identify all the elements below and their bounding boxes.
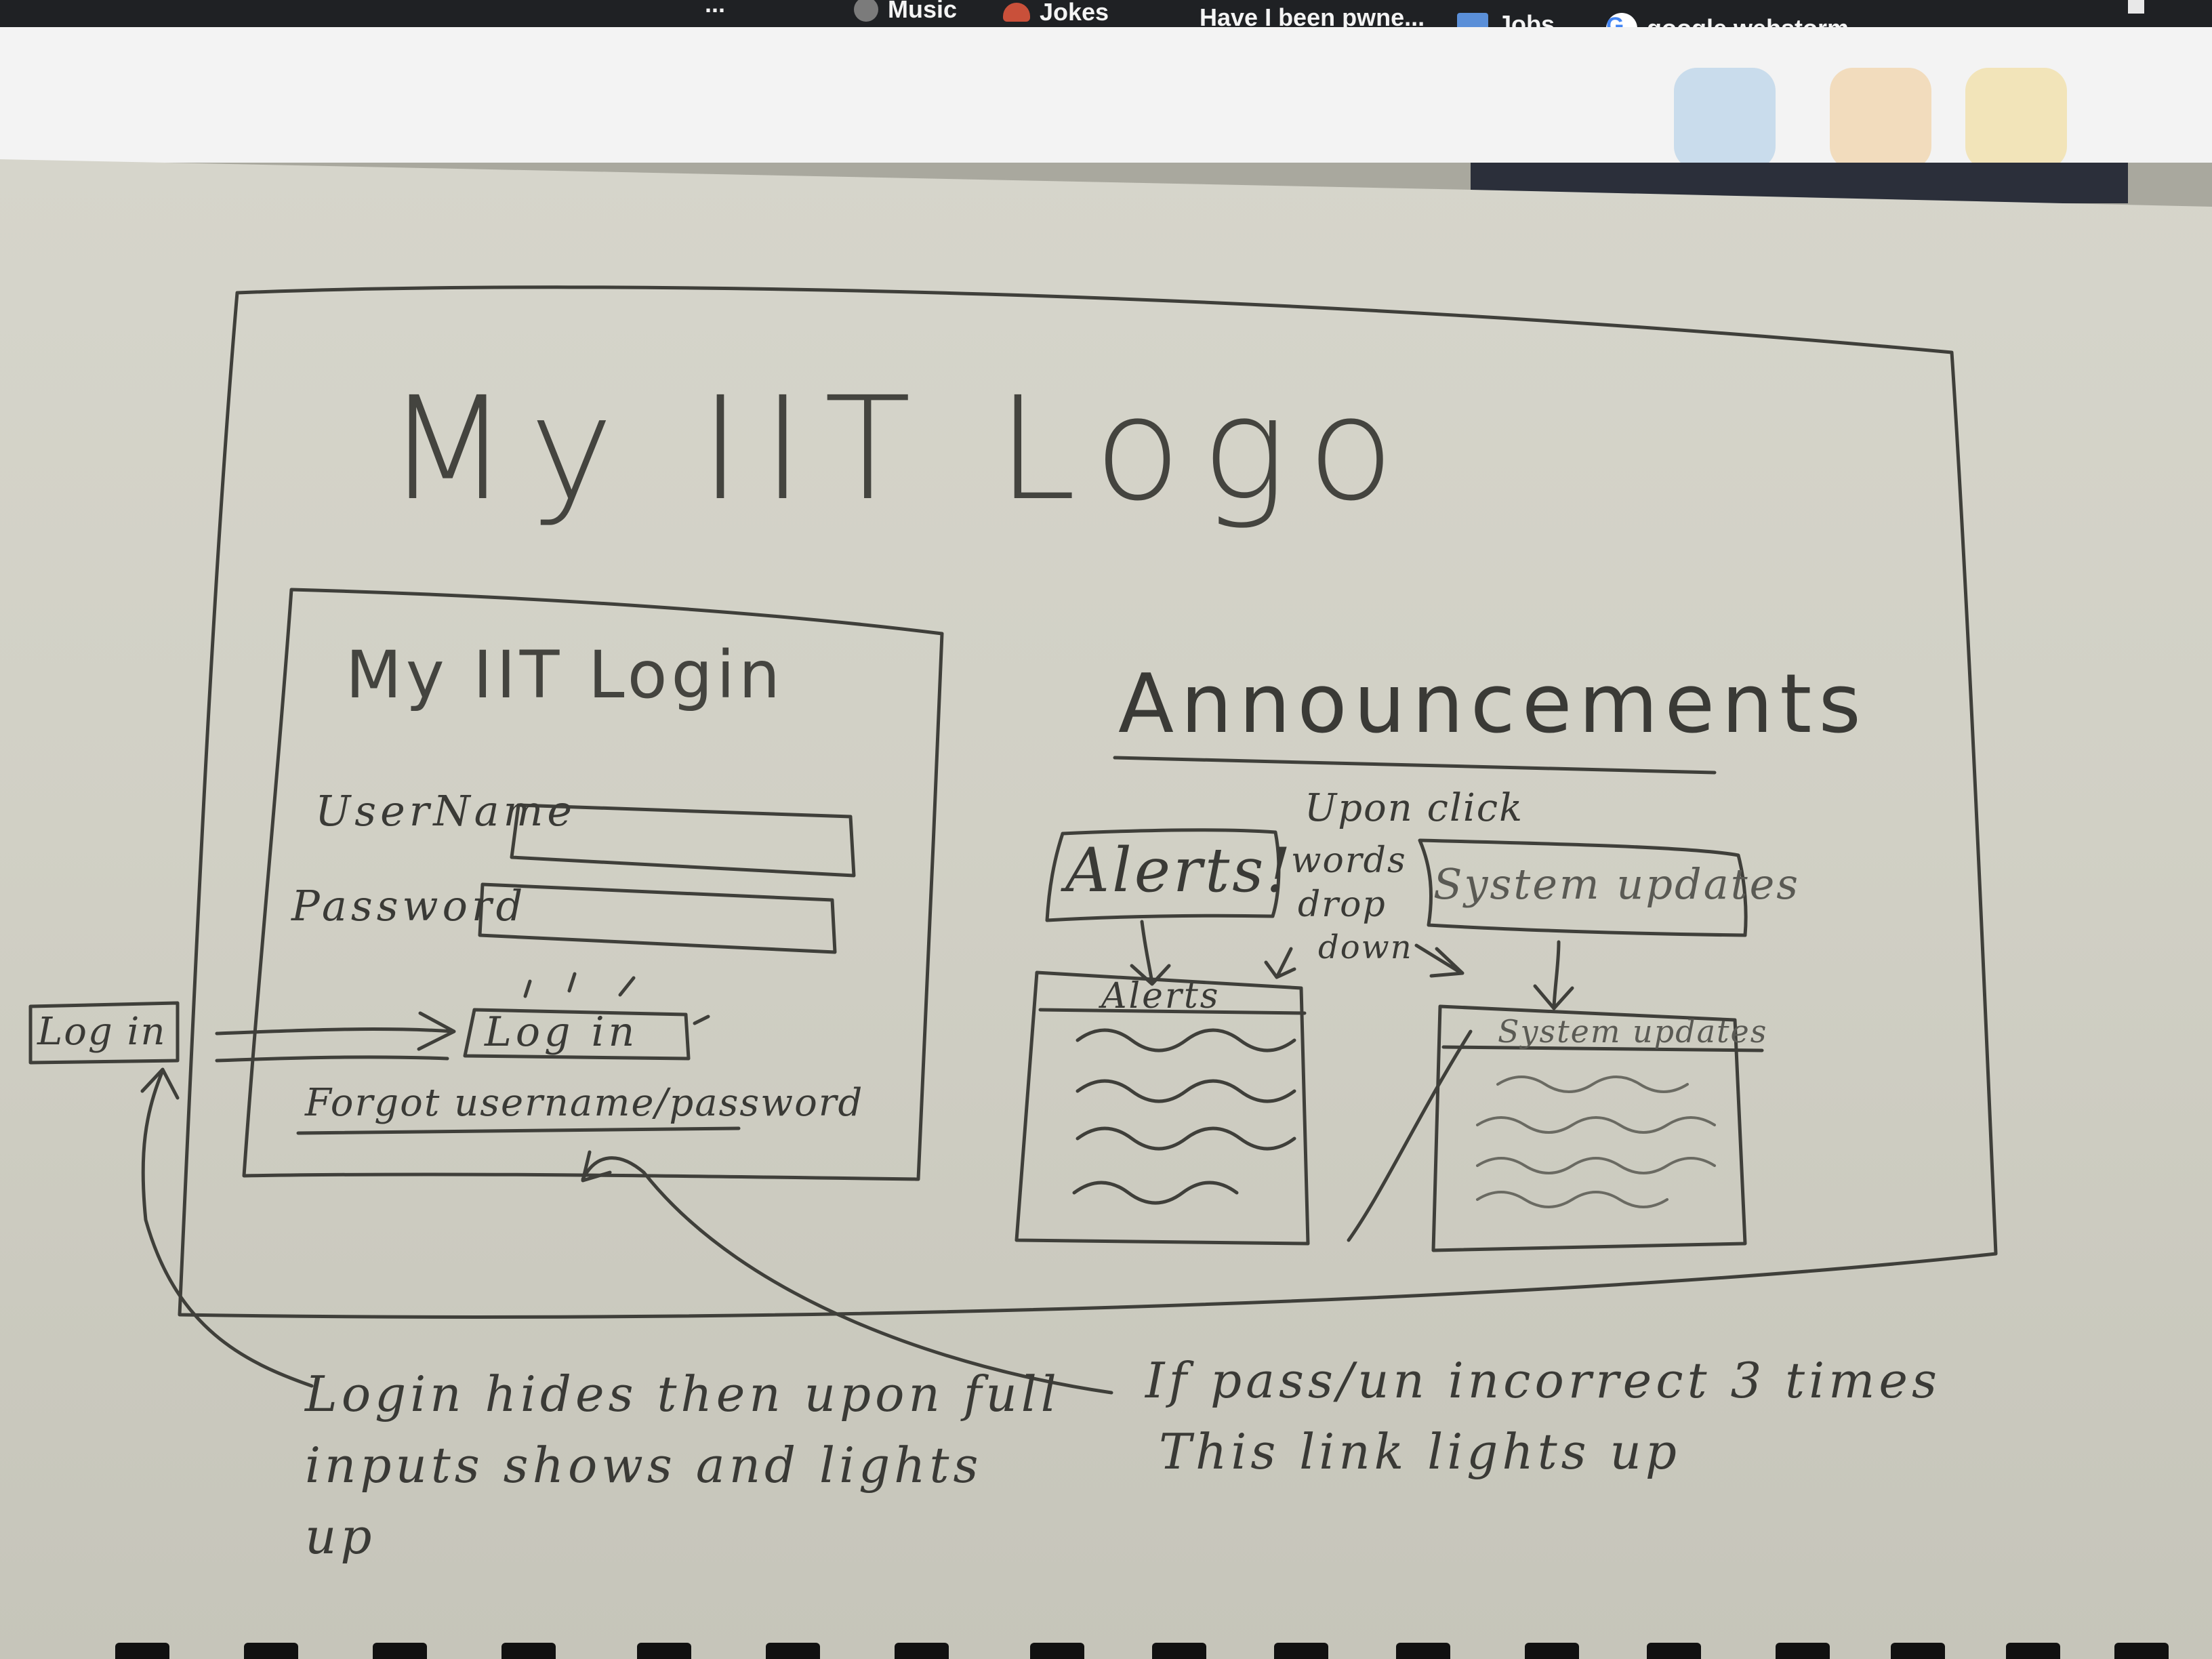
system-updates-button[interactable]: System updates [1433, 859, 1801, 909]
announcements-heading: Announcements [1118, 657, 1868, 752]
login-box-frame [242, 588, 944, 1181]
side-login-button[interactable]: Log in [37, 1010, 167, 1054]
username-input-shape [510, 803, 856, 878]
forgot-link-underline [296, 1126, 741, 1135]
sketch-paper [0, 159, 2212, 1659]
page-frame [178, 285, 1998, 1319]
bookmark-jokes[interactable]: Jokes [1003, 0, 1109, 37]
password-label: Password [291, 881, 527, 930]
app-icon [1830, 68, 1931, 169]
bowl-icon [1003, 3, 1030, 22]
password-note-line-1: If pass/un incorrect 3 times [1145, 1352, 1941, 1409]
alerts-panel-shape [1015, 970, 1310, 1246]
system-updates-panel-shape [1431, 1004, 1747, 1252]
dropdown-note-line-2: words [1291, 840, 1407, 881]
system-updates-panel-title: System updates [1498, 1013, 1768, 1050]
password-input[interactable] [483, 895, 828, 942]
bookmark-cut-off[interactable]: ... [705, 0, 725, 28]
alerts-button-shape [1045, 828, 1281, 922]
login-note-line-2: inputs shows and lights [305, 1437, 983, 1494]
password-note-line-2: This link lights up [1159, 1423, 1681, 1480]
login-button-shape [463, 1008, 691, 1061]
dropdown-note-line-4: down [1318, 928, 1413, 966]
bookmark-label: Jokes [1040, 0, 1109, 26]
bookmark-music[interactable]: Music [854, 0, 957, 34]
bookmark-pwned[interactable]: Have I been pwne... [1200, 0, 1425, 42]
login-note-line-3: up [305, 1508, 376, 1565]
login-button[interactable]: Log in [485, 1008, 639, 1056]
bookmark-label: Have I been pwne... [1200, 3, 1425, 31]
forgot-password-link[interactable]: Forgot username/password [305, 1081, 864, 1125]
system-updates-button-shape [1418, 838, 1748, 937]
password-input-shape [478, 882, 837, 954]
username-input[interactable] [518, 817, 844, 864]
background-web-page [0, 27, 2212, 163]
announcements-underline [1113, 756, 1717, 775]
dropdown-note-line-3: drop [1298, 884, 1387, 925]
app-store-icon [1674, 68, 1776, 169]
music-icon [854, 0, 878, 22]
bookmark-label: Music [888, 0, 958, 23]
bookmark-label: ... [705, 0, 726, 18]
app-icon [1965, 68, 2067, 169]
login-title: My IIT Login [346, 637, 784, 713]
login-note-line-1: Login hides then upon full [305, 1366, 1061, 1422]
alerts-panel-title: Alerts [1101, 976, 1221, 1017]
alerts-button[interactable]: Alerts! [1065, 835, 1294, 906]
side-login-box [28, 1001, 180, 1065]
username-label: UserName [315, 786, 577, 836]
window-control-icon[interactable] [2128, 0, 2144, 14]
dropdown-note-line-1: Upon click [1305, 786, 1524, 830]
page-title: My IIT Logo [386, 366, 1415, 532]
notebook-binding [0, 1639, 2212, 1659]
